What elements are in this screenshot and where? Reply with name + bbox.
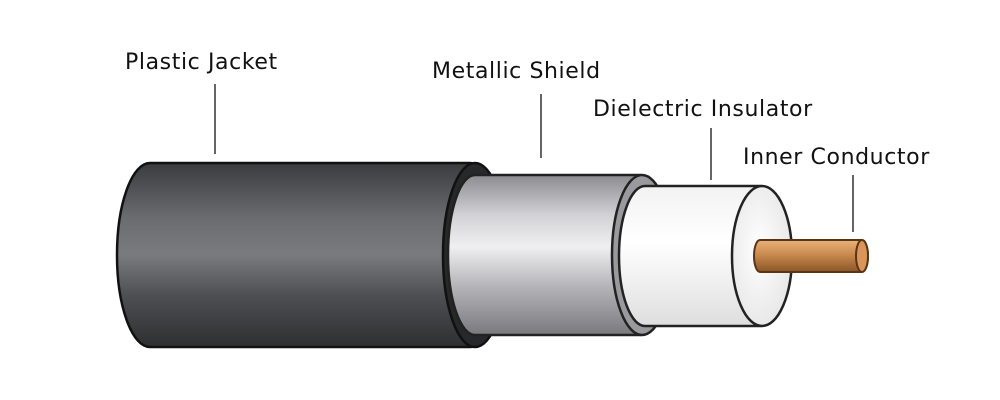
label-dielectric-insulator: Dielectric Insulator [593, 97, 813, 122]
label-plastic-jacket: Plastic Jacket [125, 50, 278, 75]
dielectric-insulator [617, 184, 794, 328]
inner-conductor [753, 239, 869, 273]
label-metallic-shield: Metallic Shield [432, 59, 601, 84]
label-inner-conductor: Inner Conductor [743, 145, 930, 170]
